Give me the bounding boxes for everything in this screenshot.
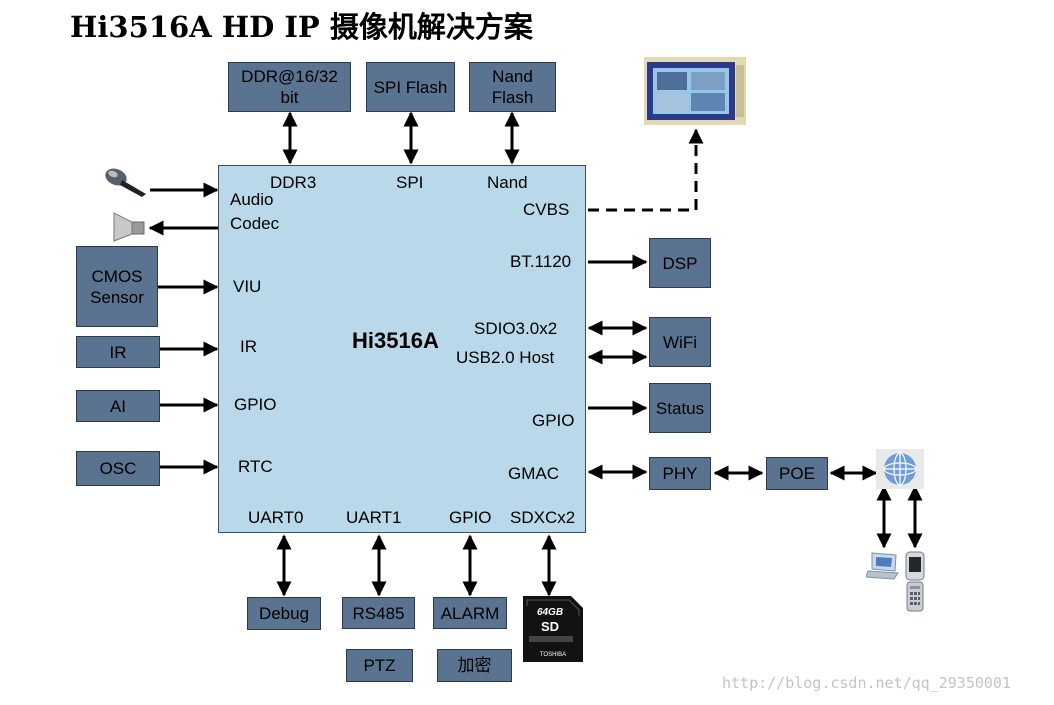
- network-globe-icon: [876, 449, 924, 489]
- pin-ddr3: DDR3: [270, 173, 317, 192]
- sd-card-icon: 64GB SD TOSHIBA: [523, 596, 583, 662]
- pin-ir: IR: [240, 337, 257, 356]
- pin-sdio: SDIO3.0x2: [474, 319, 558, 338]
- pin-gpio-right: GPIO: [532, 411, 575, 430]
- watermark: http://blog.csdn.net/qq_29350001: [722, 674, 1011, 692]
- sd-card-logo: SD: [541, 619, 559, 634]
- pin-audio-codec: Audio Codec: [230, 190, 280, 233]
- pin-uart1: UART1: [346, 508, 402, 527]
- block-ptz: PTZ: [346, 649, 413, 682]
- block-phy: PHY: [649, 457, 711, 490]
- wire-cvbs: [588, 128, 704, 212]
- microphone-icon: [105, 168, 146, 197]
- pin-rtc: RTC: [238, 457, 273, 476]
- soc-chip-name: Hi3516A: [352, 328, 439, 353]
- block-cmos-sensor: CMOS Sensor: [76, 246, 158, 327]
- sd-card-brand: TOSHIBA: [540, 652, 566, 658]
- block-nand-flash: Nand Flash: [469, 62, 556, 112]
- block-spi-flash: SPI Flash: [366, 62, 455, 112]
- block-dsp: DSP: [649, 238, 711, 288]
- block-osc: OSC: [76, 451, 160, 486]
- pin-usb: USB2.0 Host: [456, 348, 555, 367]
- mobile-phone-icon: [905, 551, 925, 612]
- pin-viu: VIU: [233, 277, 262, 296]
- block-encryption: 加密: [437, 649, 512, 682]
- soc-chip: [218, 165, 586, 533]
- pin-gpio-left: GPIO: [234, 395, 277, 414]
- block-poe: POE: [766, 457, 828, 490]
- block-alarm: ALARM: [433, 597, 507, 629]
- block-ai: AI: [76, 390, 160, 422]
- pin-spi: SPI: [396, 173, 424, 192]
- pin-gpio-bottom: GPIO: [449, 508, 492, 527]
- block-ir: IR: [76, 336, 160, 368]
- block-debug: Debug: [247, 597, 321, 630]
- block-wifi: WiFi: [649, 317, 711, 367]
- pin-cvbs: CVBS: [523, 200, 570, 219]
- pin-bt1120: BT.1120: [510, 252, 572, 271]
- block-rs485: RS485: [342, 597, 415, 629]
- diagram-title: Hi3516A HD IP 摄像机解决方案: [70, 10, 533, 44]
- pin-uart0: UART0: [248, 508, 304, 527]
- tv-monitor-icon: [644, 57, 746, 125]
- pin-gmac: GMAC: [508, 464, 559, 483]
- pin-sdxc: SDXCx2: [510, 508, 576, 527]
- laptop-icon: [866, 552, 899, 580]
- block-status: Status: [649, 383, 711, 433]
- sd-card-capacity: 64GB: [537, 607, 563, 618]
- pin-nand: Nand: [487, 173, 528, 192]
- speaker-icon: [113, 212, 145, 242]
- block-ddr: DDR@16/32 bit: [228, 62, 351, 112]
